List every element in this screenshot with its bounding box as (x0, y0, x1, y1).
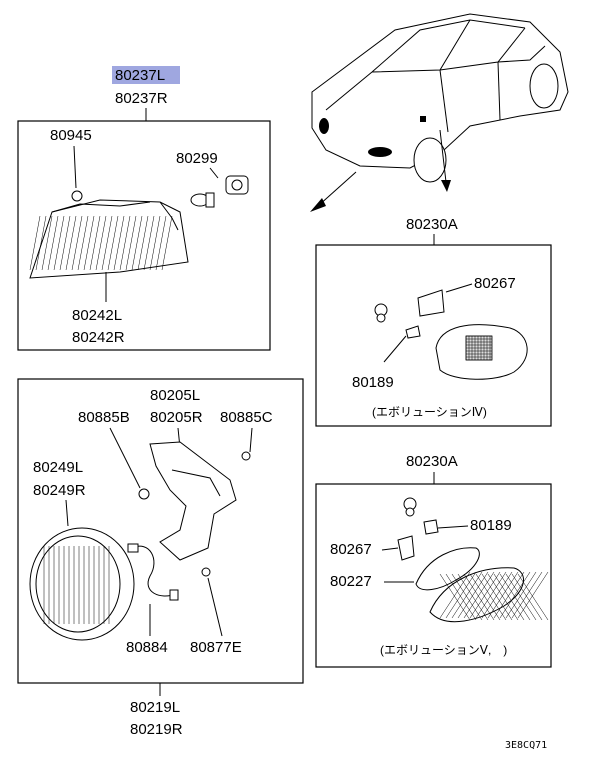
part-80237R: 80237R (115, 90, 168, 107)
part-80205R: 80205R (150, 409, 203, 426)
headlamp-icon (29, 527, 135, 641)
lamp-lens-icon (29, 199, 189, 279)
part-80230A-v: 80230A (406, 453, 458, 470)
part-80249L: 80249L (33, 459, 83, 476)
part-80227: 80227 (330, 573, 372, 590)
figure-code: 3E8CQ71 (505, 740, 547, 751)
part-80189-v: 80189 (470, 517, 512, 534)
part-80219R: 80219R (130, 721, 183, 738)
part-80237L: 80237L (115, 67, 165, 84)
side-lamp-v-icon (415, 547, 549, 623)
part-80205L: 80205L (150, 387, 200, 404)
part-80267-v: 80267 (330, 541, 372, 558)
part-80299: 80299 (176, 150, 218, 167)
bulb-icon (190, 175, 249, 208)
part-80189-iv: 80189 (352, 374, 394, 391)
combination-lamp-box (17, 120, 271, 351)
part-80242R: 80242R (72, 329, 125, 346)
combination-lamp-highlight (112, 66, 180, 84)
part-80877E: 80877E (190, 639, 242, 656)
part-80249R: 80249R (33, 482, 86, 499)
part-80230A-iv: 80230A (406, 216, 458, 233)
bracket-icon (138, 441, 251, 577)
headlamp-group: 80205L 80885B 80205R 80885C 80249L 80249… (17, 378, 304, 738)
side-lamp-iv-box (315, 244, 552, 427)
part-80945: 80945 (50, 127, 92, 144)
combination-lamp-group: 80237L 80237R 80945 80299 80242L 80242R (17, 66, 271, 351)
part-80885B: 80885B (78, 409, 130, 426)
part-80267-iv: 80267 (474, 275, 516, 292)
part-80885C: 80885C (220, 409, 273, 426)
side-lamp-v-caption: (エボリューションⅤ, ) (380, 643, 507, 657)
side-lamp-iv-group: 80230A 80267 80189 (エボリューションⅣ) (315, 216, 552, 427)
side-lamp-v-box (315, 483, 552, 668)
side-lamp-iv-caption: (エボリューションⅣ) (372, 405, 487, 419)
part-80219L: 80219L (130, 699, 180, 716)
part-80884: 80884 (126, 639, 168, 656)
harness-icon (127, 543, 179, 601)
part-80242L: 80242L (72, 307, 122, 324)
side-lamp-v-group: 80230A 80189 80267 80227 (エボリューションⅤ, ) (315, 453, 552, 668)
side-lamp-iv-icon (435, 324, 528, 380)
car-illustration (310, 13, 569, 212)
